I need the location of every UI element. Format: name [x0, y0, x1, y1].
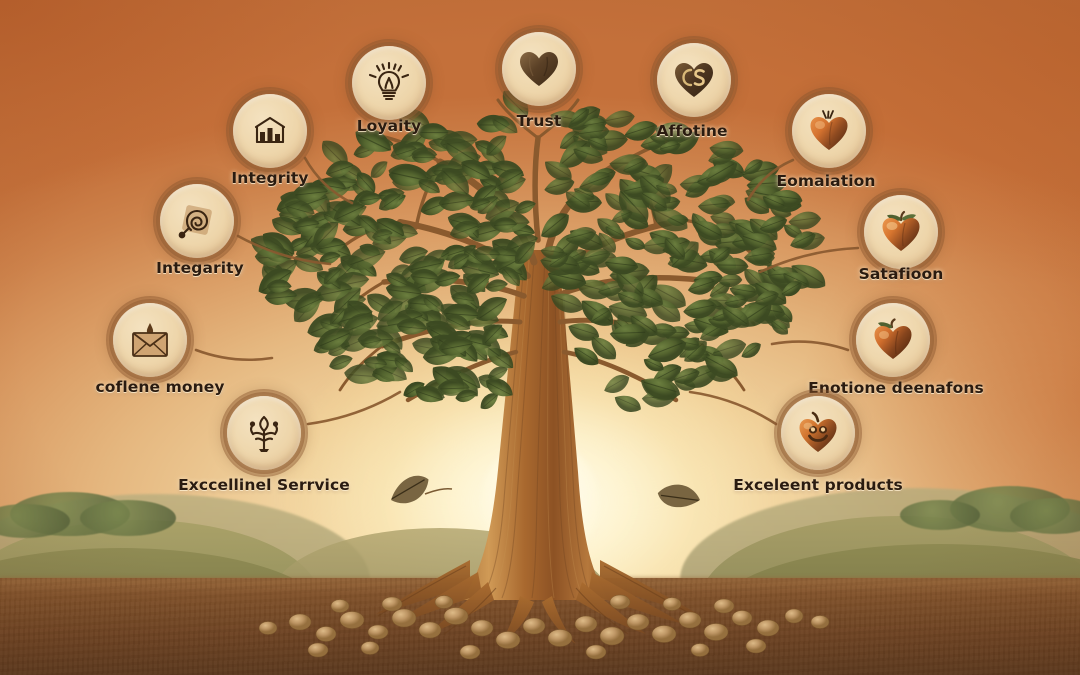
- label-exccellinel-serrvice: Exccellinel Serrvice: [178, 476, 350, 494]
- badge-trust[interactable]: [495, 25, 583, 113]
- label-integarity: Integarity: [156, 259, 244, 277]
- label-exceleent-products: Exceleent products: [733, 476, 903, 494]
- falling-leaf-left: [391, 475, 453, 504]
- spiral-seal-icon: [175, 199, 219, 243]
- lightbulb-icon: [369, 62, 409, 104]
- badge-integrity-bank[interactable]: [226, 87, 314, 175]
- heart-icon: [518, 50, 560, 88]
- label-integrity-bank: Integrity: [231, 169, 309, 187]
- apple-leaf-icon: [879, 210, 923, 254]
- badge-exceleent-products[interactable]: [774, 389, 862, 477]
- bank-chart-icon: [250, 111, 290, 151]
- heart-cs-monogram-icon: [673, 61, 715, 99]
- badge-satafioon[interactable]: [857, 188, 945, 276]
- label-coflene-money: coflene money: [95, 378, 225, 396]
- badge-enotione-deenafons[interactable]: [849, 296, 937, 384]
- sprout-tree-icon: [242, 411, 286, 455]
- badge-loyaity[interactable]: [345, 39, 433, 127]
- label-trust: Trust: [516, 112, 562, 130]
- label-satafioon: Satafioon: [858, 265, 944, 283]
- apple-smiley-icon: [796, 411, 840, 455]
- badge-eomaiation[interactable]: [785, 87, 873, 175]
- label-loyaity: Loyaity: [356, 117, 422, 135]
- label-enotione-deenafons: Enotione deenafons: [808, 379, 984, 397]
- badge-affotine[interactable]: [650, 36, 738, 124]
- envelope-flame-icon: [128, 320, 172, 360]
- label-eomaiation: Eomaiation: [776, 172, 876, 190]
- badge-exccellinel-serrvice[interactable]: [220, 389, 308, 477]
- apple-leaf-dark-icon: [871, 318, 915, 362]
- apple-heart-icon: [807, 109, 851, 153]
- falling-leaf-right: [657, 484, 700, 508]
- badge-integarity[interactable]: [153, 177, 241, 265]
- label-affotine: Affotine: [656, 122, 728, 140]
- badge-coflene-money[interactable]: [106, 296, 194, 384]
